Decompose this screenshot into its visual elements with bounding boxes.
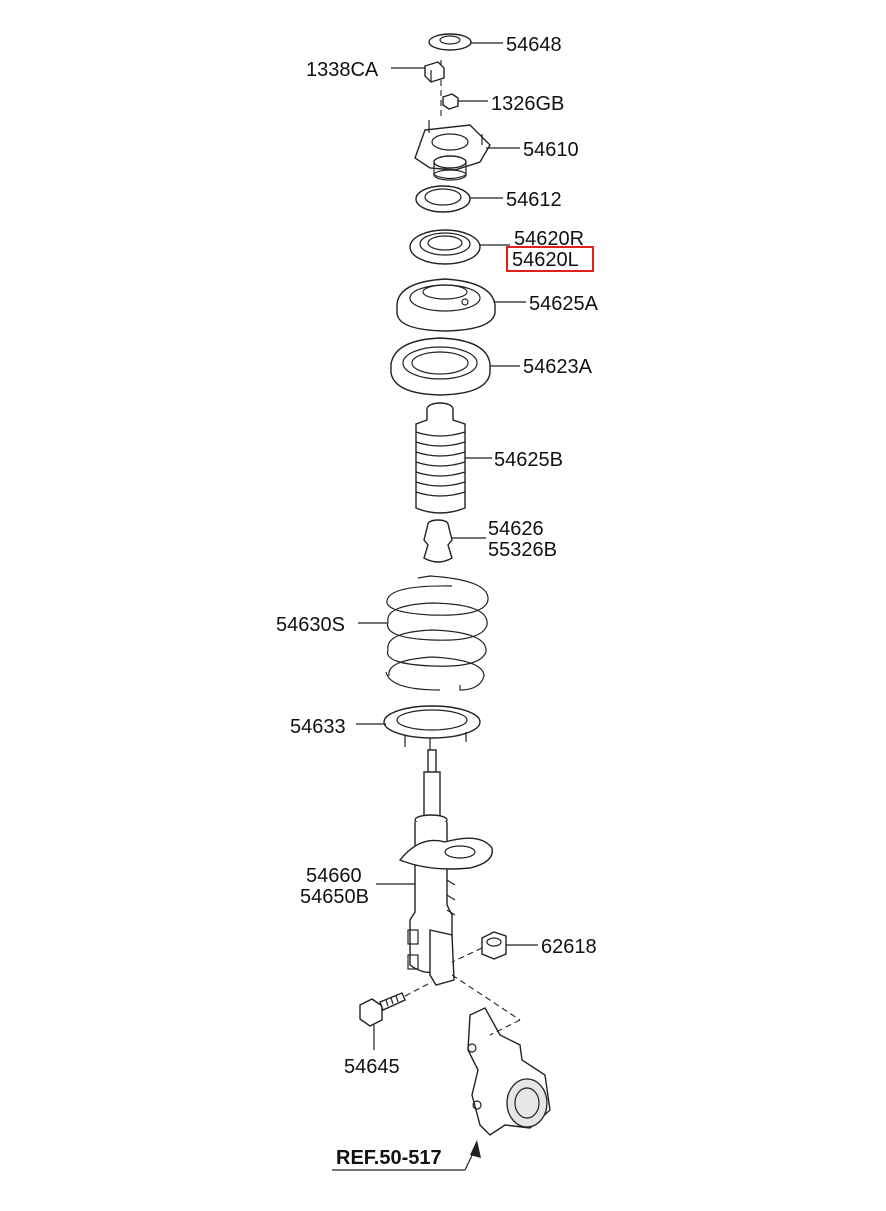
part-54648-cap[interactable] [428,33,472,51]
part-54623A-spring-pad[interactable] [390,337,491,396]
label-54630S: 54630S [276,614,345,636]
label-54626: 54626 [488,518,544,540]
label-54625B: 54625B [494,449,563,471]
part-54620-bearing[interactable] [409,229,481,265]
highlight-box-54620L [506,246,594,272]
label-ref-50-517[interactable]: REF.50-517 [336,1147,442,1169]
label-54633: 54633 [290,716,346,738]
part-1326GB-nut[interactable] [442,93,459,110]
label-54660: 54660 [306,865,362,887]
label-1326GB: 1326GB [491,93,564,115]
part-1338CA-nut[interactable] [424,61,445,83]
label-54620L[interactable]: 54620L [512,249,579,271]
part-54625A-spring-seat[interactable] [396,278,496,332]
part-54625B-dust-boot[interactable] [415,402,466,514]
part-54660-strut[interactable] [398,749,494,986]
label-54645: 54645 [344,1056,400,1078]
label-54650B: 54650B [300,886,369,908]
label-54612: 54612 [506,189,562,211]
label-55326B: 55326B [488,539,557,561]
label-54648: 54648 [506,34,562,56]
label-54610: 54610 [523,139,579,161]
label-62618: 62618 [541,936,597,958]
label-54625A: 54625A [529,293,599,315]
part-54645-bolt[interactable] [359,992,406,1027]
part-54610-strut-mount[interactable] [414,120,491,181]
ref-arrow [332,1140,481,1171]
label-54623A: 54623A [523,356,593,378]
label-54620R: 54620R [514,228,584,250]
part-54633-lower-spring-seat[interactable] [383,705,481,750]
part-54626-bump-stop[interactable] [423,519,453,563]
part-54630S-coil-spring[interactable] [385,575,489,691]
label-1338CA: 1338CA [306,59,379,81]
part-62618-nut[interactable] [481,931,507,960]
knuckle-ref-part[interactable] [467,1007,551,1136]
part-54612-ring[interactable] [415,185,471,213]
